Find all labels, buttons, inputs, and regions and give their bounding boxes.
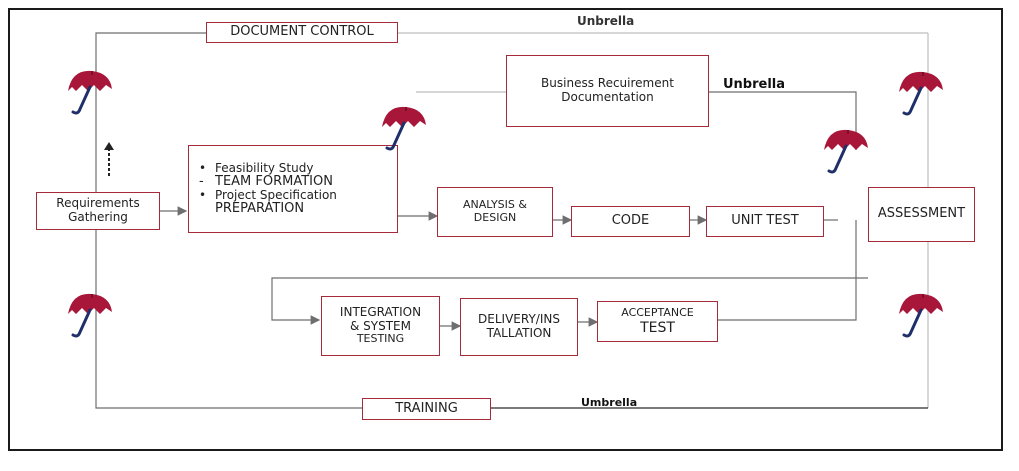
requirements-gathering-line-1: Requirements [56, 196, 140, 211]
umbrella-icon [818, 124, 872, 178]
unit-test-box: UNIT TEST [706, 206, 824, 237]
analysis-design-line-1: ANALYSIS & [463, 198, 527, 212]
acceptance-test-box: ACCEPTANCE TEST [597, 301, 718, 342]
unit-test-label: UNIT TEST [731, 213, 799, 229]
umbrella-label-top: Unbrella [577, 14, 635, 28]
umbrella-loop-bottom [95, 230, 362, 409]
umbrella-label-business: Unbrella [723, 77, 786, 92]
feasibility-item: PREPARATION [215, 201, 305, 217]
delivery-line-1: DELIVERY/INS [478, 312, 560, 327]
requirements-gathering-box: Requirements Gathering [36, 192, 160, 230]
umbrella-icon [893, 288, 947, 342]
integration-testing-box: INTEGRATION & SYSTEM TESTING [321, 296, 440, 356]
delivery-installation-box: DELIVERY/INS TALLATION [460, 298, 578, 356]
umbrella-icon [376, 101, 430, 155]
feasibility-list: •Feasibility Study -TEAM FORMATION •Proj… [189, 160, 337, 217]
umbrella-label-bottom: Umbrella [581, 396, 638, 409]
integration-line-1: INTEGRATION [339, 304, 422, 319]
analysis-design-box: ANALYSIS & DESIGN [437, 187, 553, 237]
document-control-box: DOCUMENT CONTROL [206, 22, 398, 43]
analysis-design-line-2: DESIGN [473, 211, 517, 224]
acceptance-line-1: ACCEPTANCE [621, 306, 694, 320]
feasibility-item: -TEAM FORMATION [199, 173, 333, 189]
delivery-line-2: TALLATION [486, 326, 552, 340]
business-requirement-box: Business Recuirement Documentation [506, 55, 709, 127]
business-requirement-line-1: Business Recuirement [541, 76, 674, 91]
code-box: CODE [571, 206, 690, 237]
feasibility-item: •Feasibility Study [199, 160, 314, 175]
umbrella-loop-top [95, 32, 206, 192]
integration-line-3: TESTING [356, 332, 405, 346]
lower-row-feed [271, 277, 868, 325]
business-requirement-line-2: Documentation [561, 90, 654, 104]
training-label: TRAINING [395, 400, 458, 416]
feasibility-box: •Feasibility Study -TEAM FORMATION •Proj… [188, 145, 398, 233]
return-line [718, 220, 857, 321]
diagram-frame [8, 8, 1003, 451]
business-umbrella-right [709, 91, 857, 150]
umbrella-icon [893, 66, 947, 120]
umbrella-icon [62, 288, 116, 342]
training-box: TRAINING [362, 398, 491, 420]
integration-line-2: & SYSTEM [349, 318, 411, 333]
assessment-box: ASSESSMENT [868, 187, 975, 242]
assessment-label: ASSESSMENT [877, 206, 966, 222]
acceptance-line-2: TEST [640, 319, 675, 336]
umbrella-icon [62, 65, 116, 119]
up-arrow-icon [104, 142, 114, 176]
document-control-label: DOCUMENT CONTROL [230, 24, 374, 40]
requirements-gathering-line-2: Gathering [68, 210, 128, 224]
feasibility-item: •Project Specification [199, 188, 337, 202]
code-label: CODE [611, 213, 650, 229]
